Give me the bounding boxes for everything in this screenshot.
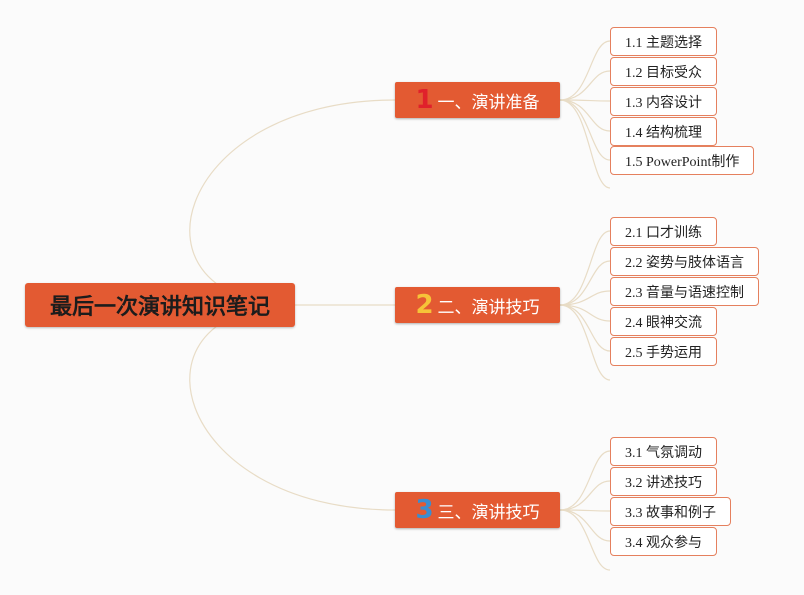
connector-branch-1-leaf-2	[559, 70, 611, 101]
branch-topic-1[interactable]: 1 一、演讲准备	[395, 82, 560, 118]
connector-branch-2-leaf-3	[559, 290, 611, 306]
leaf-topic[interactable]: 3.2 讲述技巧	[610, 467, 717, 496]
leaf-topic[interactable]: 3.4 观众参与	[610, 527, 717, 556]
connector-branch-2-leaf-5	[559, 304, 611, 352]
leaf-topic[interactable]: 2.2 姿势与肢体语言	[610, 247, 759, 276]
connector-branch-2-leaf-4	[559, 304, 611, 322]
branch-topic-2[interactable]: 2 二、演讲技巧	[395, 287, 560, 323]
branch-label-3: 三、演讲技巧	[437, 502, 540, 523]
leaf-topic[interactable]: 1.3 内容设计	[610, 87, 717, 116]
connector-branch-3-leaf-5	[559, 509, 611, 571]
connector-root-branch-1	[189, 99, 396, 306]
branch-label-1: 一、演讲准备	[437, 92, 540, 113]
connector-branch-3-leaf-2	[559, 480, 611, 511]
connector-branch-1-leaf-5	[559, 99, 611, 161]
branch-topic-3[interactable]: 3 三、演讲技巧	[395, 492, 560, 528]
leaf-topic[interactable]: 2.3 音量与语速控制	[610, 277, 759, 306]
branch-label-2: 二、演讲技巧	[437, 297, 540, 318]
root-topic[interactable]: 最后一次演讲知识笔记	[25, 283, 295, 327]
leaf-topic[interactable]: 1.5 PowerPoint制作	[610, 146, 755, 175]
branch-number-3: 3	[415, 495, 434, 525]
connector-branch-1-leaf-1	[559, 40, 611, 101]
connector-branch-1-leaf-4	[559, 99, 611, 132]
connector-branch-3-leaf-1	[559, 450, 611, 511]
branch-number-1: 1	[415, 85, 434, 115]
branch-number-2: 2	[415, 290, 434, 320]
leaf-topic[interactable]: 2.5 手势运用	[610, 337, 717, 366]
leaf-topic[interactable]: 1.1 主题选择	[610, 27, 717, 56]
connector-branch-2-leaf-1	[559, 230, 611, 306]
connector-branch-2-leaf-6	[559, 304, 611, 381]
leaf-topic[interactable]: 3.3 故事和例子	[610, 497, 731, 526]
connector-branch-2-leaf-2	[559, 260, 611, 306]
leaf-topic[interactable]: 2.4 眼神交流	[610, 307, 717, 336]
root-topic-label: 最后一次演讲知识笔记	[49, 295, 270, 320]
leaf-topic[interactable]: 2.1 口才训练	[610, 217, 717, 246]
connector-branch-3-leaf-4	[559, 509, 611, 542]
leaf-topic[interactable]: 1.4 结构梳理	[610, 117, 717, 146]
connector-branch-1-leaf-6	[559, 99, 611, 189]
leaf-topic[interactable]: 3.1 气氛调动	[610, 437, 717, 466]
leaf-topic[interactable]: 1.2 目标受众	[610, 57, 717, 86]
connector-root-branch-3	[189, 304, 396, 511]
